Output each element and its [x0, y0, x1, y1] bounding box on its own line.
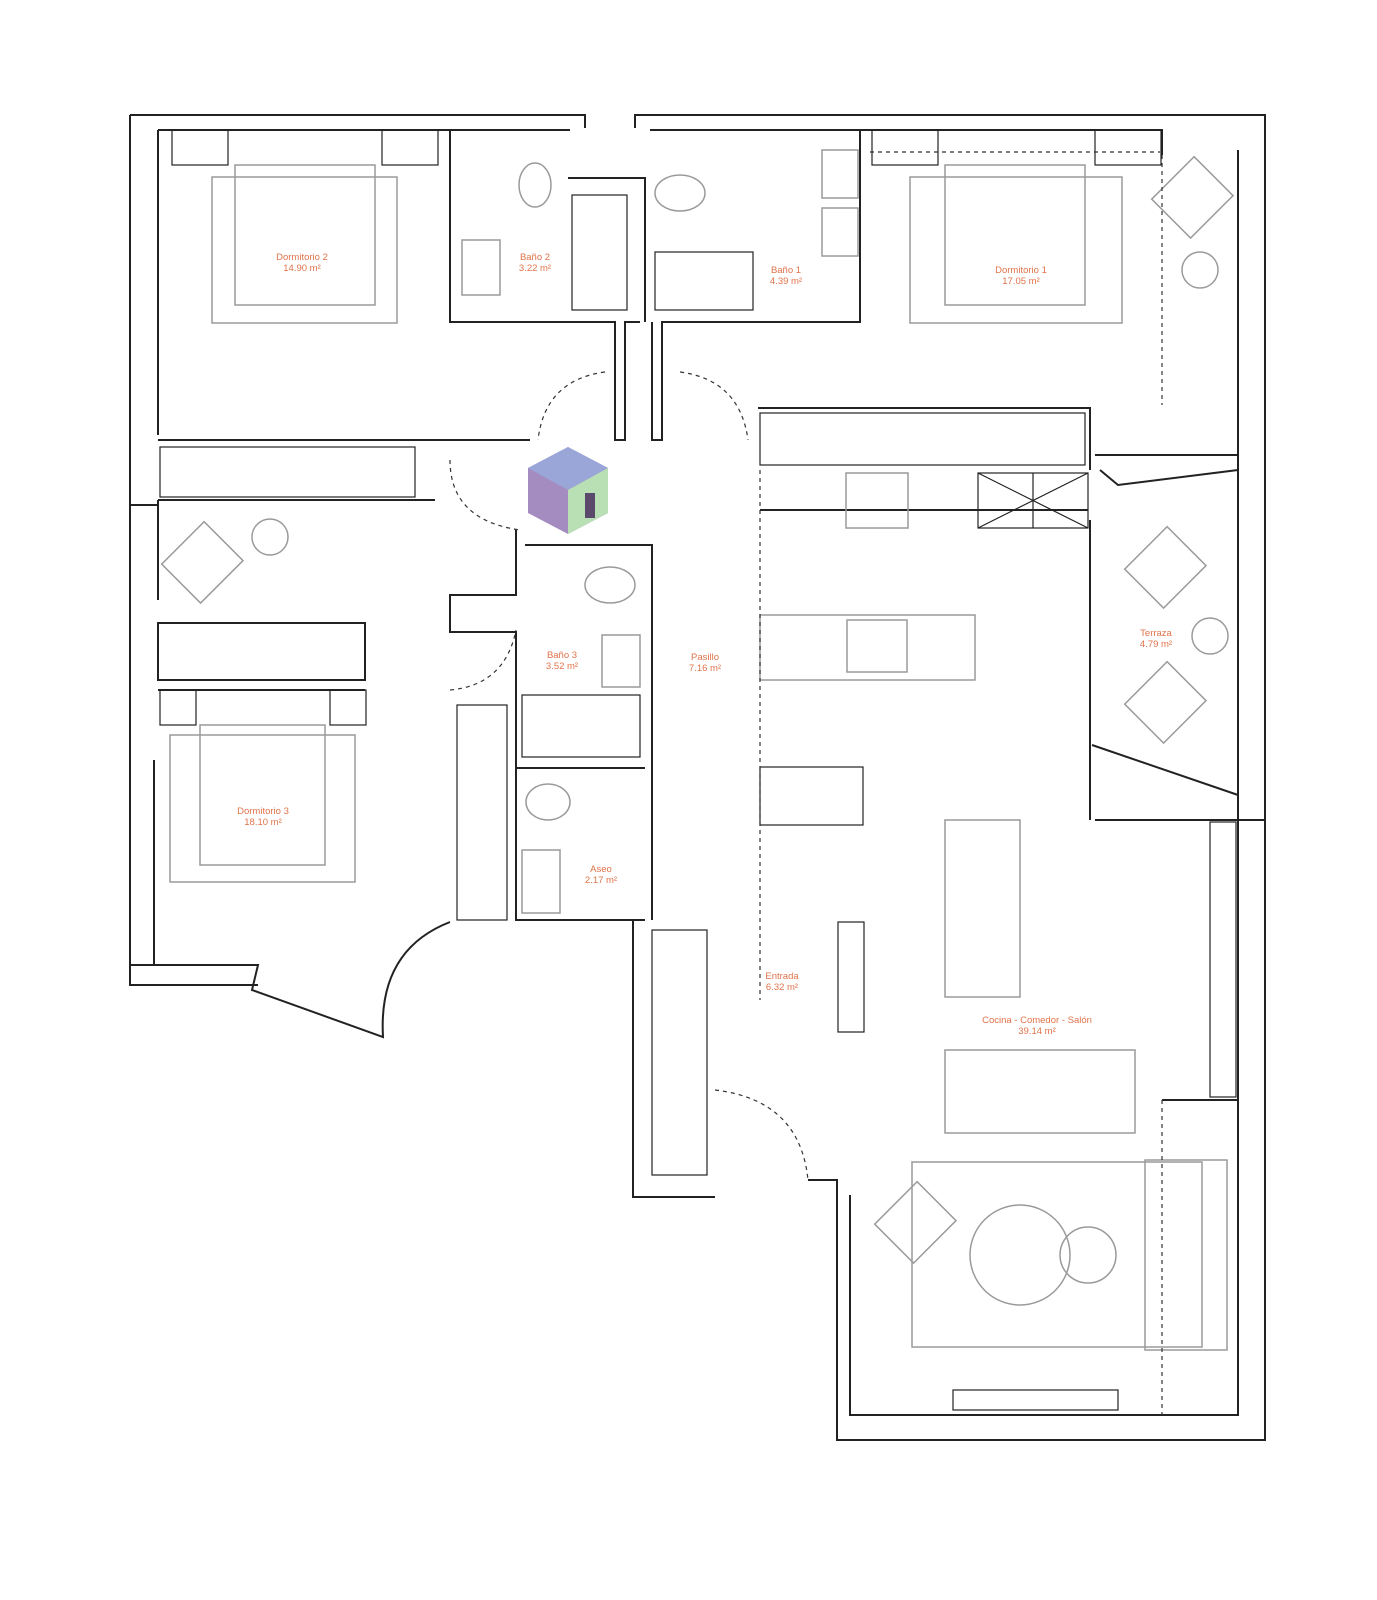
room-name-terraza: Terraza — [1140, 628, 1172, 639]
doors — [449, 371, 809, 1181]
room-area-entrada: 6.32 m² — [766, 982, 798, 993]
room-area-dormitorio-1: 17.05 m² — [1002, 276, 1040, 287]
room-area-cocina-comedor-salon: 39.14 m² — [1018, 1026, 1056, 1037]
room-area-aseo: 2.17 m² — [585, 875, 617, 886]
room-name-cocina-comedor-salon: Cocina - Comedor - Salón — [982, 1015, 1092, 1026]
room-name-dormitorio-1: Dormitorio 1 — [995, 265, 1047, 276]
room-name-bano-2: Baño 2 — [520, 252, 550, 263]
room-area-pasillo: 7.16 m² — [689, 663, 721, 674]
room-labels: Dormitorio 2 14.90 m² Baño 2 3.22 m² Bañ… — [237, 252, 1172, 1037]
room-name-pasillo: Pasillo — [691, 652, 719, 663]
room-area-bano-3: 3.52 m² — [546, 661, 578, 672]
logo-watermark — [528, 447, 608, 534]
room-area-dormitorio-2: 14.90 m² — [283, 263, 321, 274]
room-name-aseo: Aseo — [590, 864, 612, 875]
room-name-dormitorio-3: Dormitorio 3 — [237, 806, 289, 817]
room-name-bano-1: Baño 1 — [771, 265, 801, 276]
room-area-bano-1: 4.39 m² — [770, 276, 802, 287]
interior-walls — [130, 130, 1239, 921]
room-area-bano-2: 3.22 m² — [519, 263, 551, 274]
room-area-terraza: 4.79 m² — [1140, 639, 1172, 650]
room-name-entrada: Entrada — [765, 971, 799, 982]
room-area-dormitorio-3: 18.10 m² — [244, 817, 282, 828]
room-name-bano-3: Baño 3 — [547, 650, 577, 661]
furniture — [159, 129, 1237, 1415]
room-name-dormitorio-2: Dormitorio 2 — [276, 252, 328, 263]
exterior-walls — [129, 114, 1266, 1441]
